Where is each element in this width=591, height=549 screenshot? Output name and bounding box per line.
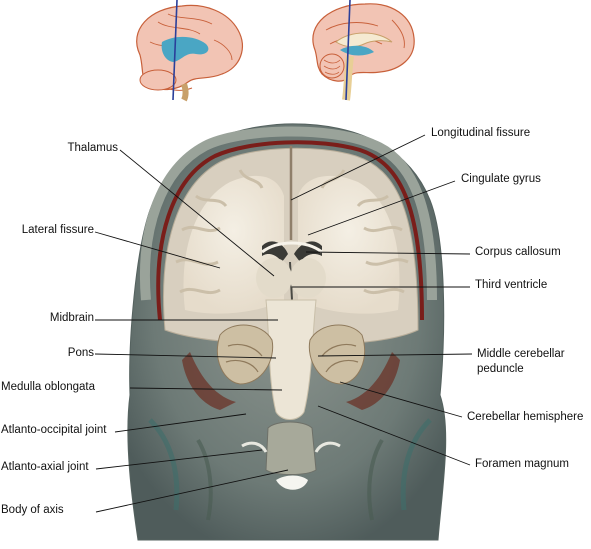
leader-middle-cerebellar-peduncle — [317, 353, 473, 357]
label-medulla-oblongata: Medulla oblongata — [1, 381, 95, 393]
label-corpus-callosum: Corpus callosum — [475, 246, 561, 258]
label-cerebellar-hemisphere: Cerebellar hemisphere — [467, 411, 584, 423]
leader-body-of-axis — [95, 469, 289, 513]
leader-cingulate-gyrus — [307, 180, 456, 236]
leader-thalamus — [119, 149, 275, 277]
orientation-midsagittal-brain-thumbnail — [312, 0, 415, 101]
label-third-ventricle: Third ventricle — [475, 279, 548, 291]
leader-cerebellar-hemisphere — [339, 381, 463, 418]
label-lateral-fissure: Lateral fissure — [21, 224, 94, 236]
leader-medulla-oblongata — [129, 387, 283, 391]
label-cingulate-gyrus: Cingulate gyrus — [461, 173, 541, 185]
leader-foramen-magnum — [317, 405, 471, 466]
label-body-of-axis: Body of axis — [1, 504, 64, 516]
leader-atlanto-occipital-joint — [114, 413, 247, 433]
leader-atlanto-axial-joint — [95, 449, 263, 470]
leader-longitudinal-fissure — [290, 134, 426, 201]
label-middle-cerebellar-peduncle: Middle cerebellar peduncle — [477, 348, 565, 375]
leader-corpus-callosum — [305, 251, 471, 255]
orientation-lateral-brain-thumbnail — [136, 0, 243, 102]
leader-lateral-fissure — [94, 231, 221, 269]
coronal-head-section — [127, 123, 447, 541]
leader-pons — [94, 353, 277, 359]
label-atlanto-occipital-joint: Atlanto-occipital joint — [1, 424, 107, 436]
label-foramen-magnum: Foramen magnum — [475, 458, 569, 470]
label-thalamus: Thalamus — [67, 142, 119, 154]
label-pons: Pons — [67, 347, 94, 359]
label-longitudinal-fissure: Longitudinal fissure — [431, 127, 531, 139]
label-atlanto-axial-joint: Atlanto-axial joint — [1, 461, 89, 473]
label-midbrain: Midbrain — [49, 312, 94, 324]
